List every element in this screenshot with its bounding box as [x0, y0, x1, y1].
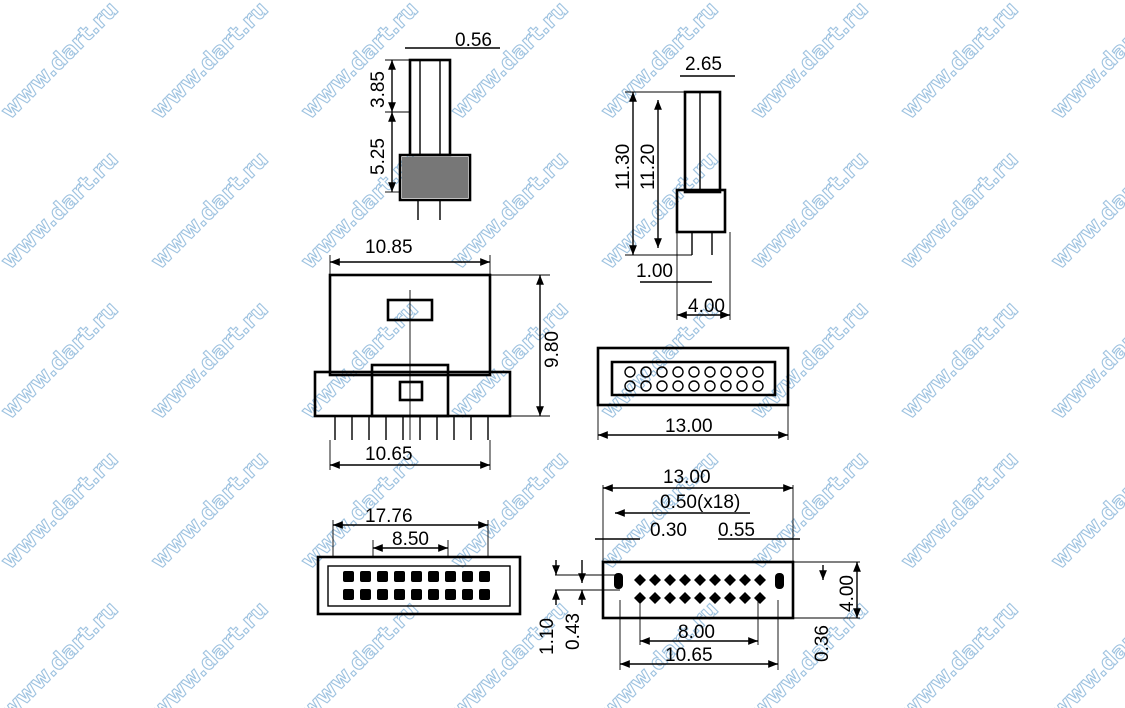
- contact: [704, 380, 716, 392]
- pad: [428, 571, 439, 582]
- footprint-pad: [739, 592, 751, 604]
- pad: [411, 571, 422, 582]
- footprint-pad: [649, 592, 661, 604]
- dim-mating-width: 13.00: [665, 416, 713, 437]
- contact: [672, 366, 684, 378]
- pad: [479, 589, 490, 600]
- pad: [428, 589, 439, 600]
- contact: [704, 366, 716, 378]
- contact: [640, 366, 652, 378]
- footprint-pad: [754, 592, 766, 604]
- dim-front-width: 10.85: [365, 237, 413, 258]
- dim-fp-edge: 0.55: [718, 520, 755, 541]
- pad: [377, 589, 388, 600]
- dim-front-height: 9.80: [542, 331, 563, 368]
- footprint-pad: [694, 592, 706, 604]
- contact: [624, 380, 636, 392]
- pad: [462, 571, 473, 582]
- pad: [445, 571, 456, 582]
- footprint-pad: [709, 592, 721, 604]
- pad: [343, 571, 354, 582]
- footprint-pad: [664, 574, 676, 586]
- footprint-pad: [694, 574, 706, 586]
- pad: [394, 589, 405, 600]
- dim-fp-pinspan: 8.00: [678, 622, 715, 643]
- footprint-pad: [634, 574, 646, 586]
- dim-fp-pitch: 0.50(x18): [660, 492, 740, 513]
- pad: [445, 589, 456, 600]
- contact: [720, 380, 732, 392]
- footprint-pad: [679, 592, 691, 604]
- contact: [688, 380, 700, 392]
- footprint-pad: [739, 574, 751, 586]
- contact: [656, 380, 668, 392]
- dim-bl-inner: 8.50: [392, 529, 429, 550]
- dim-fp-mount: 10.65: [665, 645, 713, 666]
- pad: [360, 589, 371, 600]
- pad: [479, 571, 490, 582]
- pad: [360, 571, 371, 582]
- footprint-pad: [679, 574, 691, 586]
- pad: [462, 589, 473, 600]
- footprint-pad: [724, 592, 736, 604]
- dim-right-body: 11.20: [638, 144, 659, 190]
- dim-side-upper: 3.85: [368, 71, 389, 108]
- dim-right-total: 11.30: [613, 144, 634, 190]
- contact: [752, 380, 764, 392]
- dim-right-base: 4.00: [688, 296, 725, 317]
- pad: [377, 571, 388, 582]
- contact: [720, 366, 732, 378]
- dim-right-pin: 1.00: [636, 261, 673, 282]
- dim-fp-width: 13.00: [663, 467, 711, 488]
- mating-view: 13.00: [596, 346, 790, 440]
- contact: [656, 366, 668, 378]
- contact: [688, 366, 700, 378]
- footprint-pad: [649, 574, 661, 586]
- footprint-pad: [634, 592, 646, 604]
- mount-pad: [775, 573, 784, 589]
- contact: [672, 380, 684, 392]
- pad: [411, 589, 422, 600]
- dim-side-width: 0.56: [455, 30, 492, 51]
- footprint-pad: [724, 574, 736, 586]
- contact: [736, 380, 748, 392]
- dim-side-lower: 5.25: [368, 138, 389, 175]
- side-view: 0.56 3.85 5.25: [368, 30, 500, 220]
- dim-fp-pad: 0.30: [650, 520, 687, 541]
- front-view: 10.85 9.80 10.65: [313, 237, 563, 470]
- footprint-view: 13.00 0.50(x18) 0.30 0.55 1.10 0.43 4.00…: [537, 467, 861, 670]
- contact: [640, 380, 652, 392]
- contact: [736, 366, 748, 378]
- footprint-pad: [754, 574, 766, 586]
- dim-fp-height: 4.00: [837, 575, 858, 612]
- dim-right-width: 2.65: [685, 54, 722, 75]
- mount-pad: [614, 573, 623, 589]
- pad: [394, 571, 405, 582]
- contact: [624, 366, 636, 378]
- contact: [752, 366, 764, 378]
- dim-fp-offset: 0.36: [812, 625, 833, 662]
- bottom-left-view: 17.76 8.50: [316, 506, 522, 616]
- dim-fp-row1: 1.10: [537, 618, 558, 655]
- right-view: 11.30 11.20 2.65 1.00 4.00: [613, 54, 735, 320]
- footprint-pad: [664, 592, 676, 604]
- dim-fp-row2: 0.43: [563, 613, 584, 650]
- dim-bl-outer: 17.76: [365, 506, 413, 527]
- pad: [343, 589, 354, 600]
- dim-front-pins: 10.65: [365, 444, 413, 465]
- footprint-pad: [709, 574, 721, 586]
